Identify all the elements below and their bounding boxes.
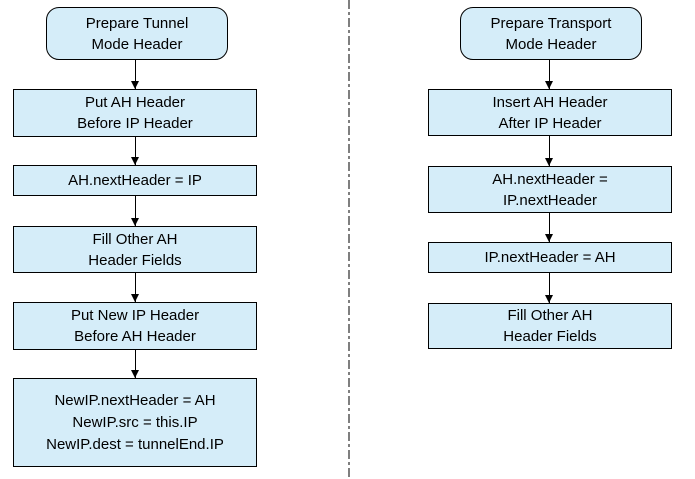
node-label: Insert AH Header After IP Header (492, 93, 608, 132)
node-insert-ah-header-after-ip-header: Insert AH Header After IP Header (428, 89, 672, 136)
node-label: Prepare Transport Mode Header (490, 14, 612, 53)
arrow-down-icon (129, 273, 142, 302)
node-prepare-transport-mode-header: Prepare Transport Mode Header (460, 7, 642, 60)
node-ah-nextheader-ip-nextheader: AH.nextHeader = IP.nextHeader (428, 166, 672, 213)
node-put-ah-header-before-ip-header: Put AH Header Before IP Header (13, 89, 257, 137)
node-label: NewIP.nextHeader = AH NewIP.src = this.I… (46, 391, 224, 453)
arrow-down-icon (129, 60, 142, 89)
node-prepare-tunnel-mode-header: Prepare Tunnel Mode Header (46, 7, 228, 60)
arrow-down-icon (129, 350, 142, 378)
node-label: Prepare Tunnel Mode Header (85, 14, 189, 53)
node-label: Put AH Header Before IP Header (77, 94, 193, 132)
node-label: IP.nextHeader = AH (484, 249, 616, 266)
node-put-new-ip-header-before-ah-header: Put New IP Header Before AH Header (13, 302, 257, 350)
arrow-down-icon (129, 137, 142, 165)
node-label: Fill Other AH Header Fields (88, 230, 182, 269)
node-label: Fill Other AH Header Fields (503, 307, 597, 345)
node-fill-other-ah-header-fields-tunnel: Fill Other AH Header Fields (13, 226, 257, 273)
arrow-down-icon (543, 60, 556, 89)
node-label: AH.nextHeader = IP.nextHeader (492, 170, 608, 209)
column-divider-line (348, 0, 350, 479)
node-newip-assignments: NewIP.nextHeader = AH NewIP.src = this.I… (13, 378, 257, 467)
arrow-down-icon (543, 136, 556, 166)
node-ah-nextheader-ip: AH.nextHeader = IP (13, 165, 257, 196)
node-label: AH.nextHeader = IP (68, 172, 202, 189)
node-label: Put New IP Header Before AH Header (70, 307, 200, 345)
arrow-down-icon (543, 273, 556, 303)
node-fill-other-ah-header-fields-transport: Fill Other AH Header Fields (428, 303, 672, 349)
arrow-down-icon (129, 196, 142, 226)
arrow-down-icon (543, 213, 556, 242)
node-ip-nextheader-ah: IP.nextHeader = AH (428, 242, 672, 273)
